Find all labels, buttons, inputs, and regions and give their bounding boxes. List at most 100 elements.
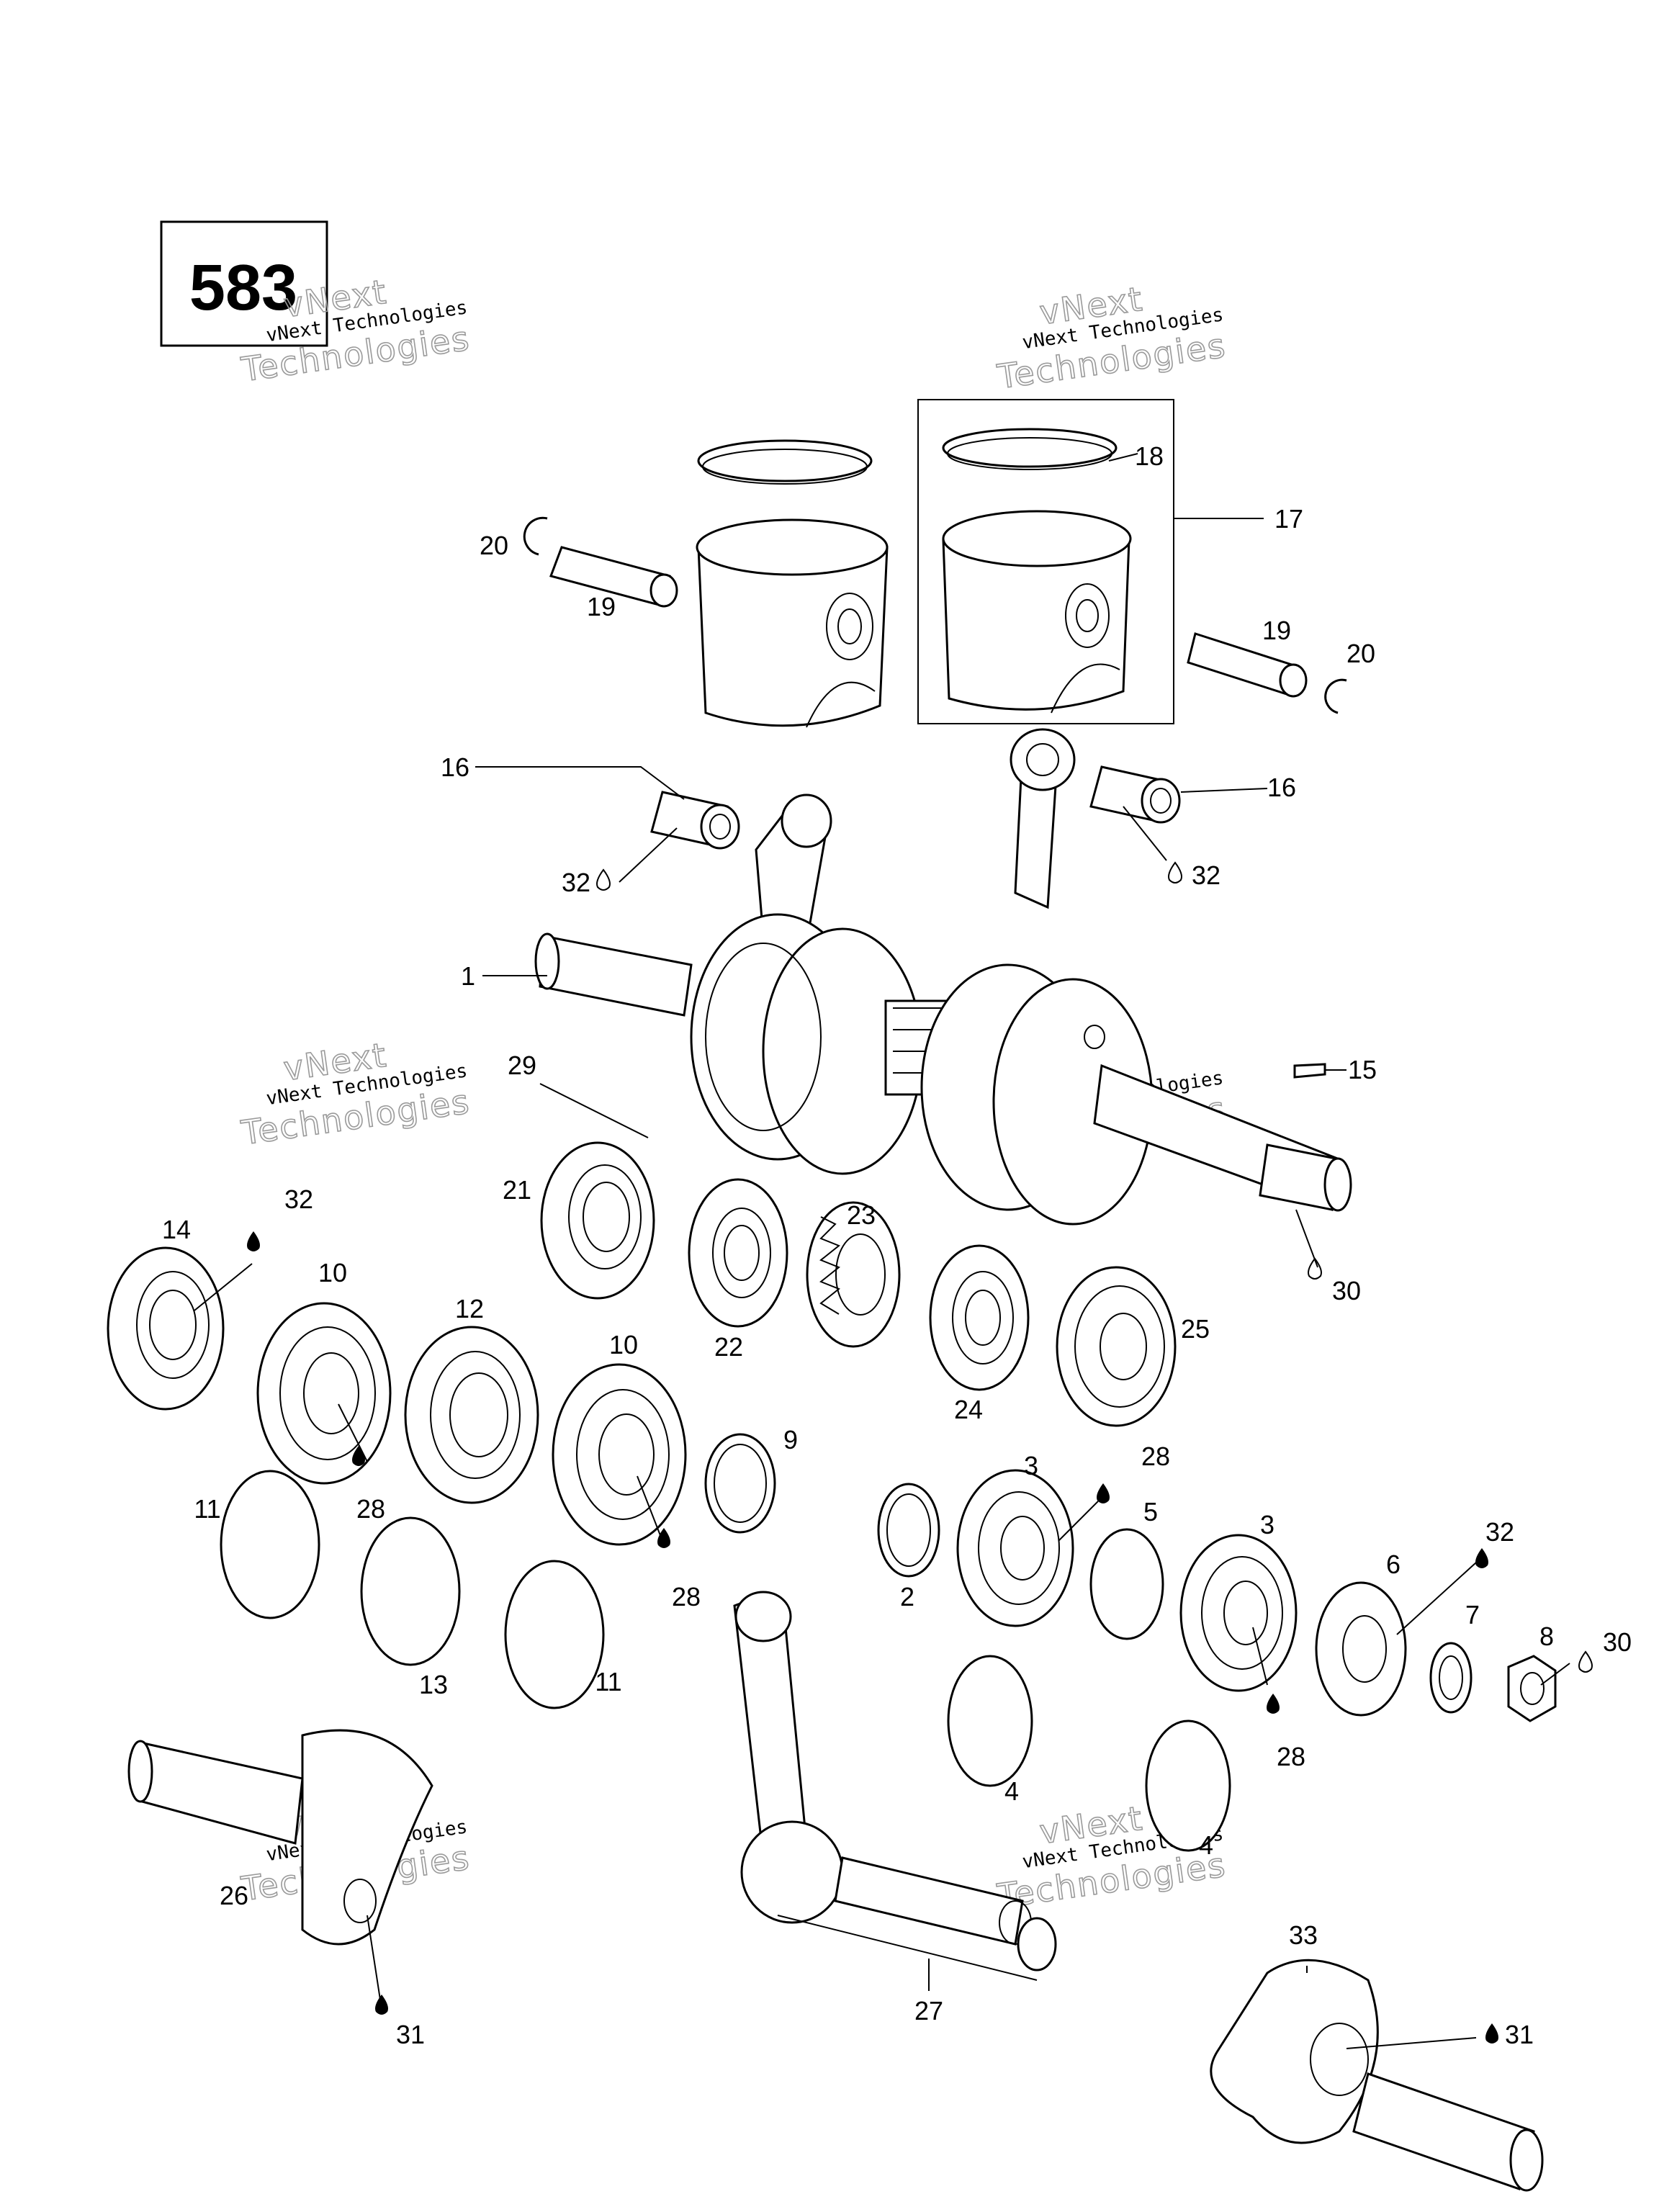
- oil-drop-icon: [247, 1231, 260, 1251]
- watermark: vNext vNext Technologies Technologies: [994, 279, 1229, 397]
- crank-seal-22: [688, 1178, 788, 1328]
- callout-12: 12: [455, 1294, 484, 1323]
- callout-1: 1: [461, 961, 475, 991]
- shim-5: [1089, 1528, 1164, 1640]
- callout-33: 33: [1289, 1920, 1318, 1950]
- callout-31b: 31: [1505, 2020, 1534, 2049]
- callout-15: 15: [1348, 1055, 1377, 1084]
- callout-32d: 32: [1485, 1517, 1514, 1547]
- callout-27: 27: [914, 1996, 943, 2026]
- callout-7: 7: [1465, 1600, 1480, 1629]
- callout-30b: 30: [1603, 1627, 1632, 1657]
- callout-6: 6: [1386, 1550, 1401, 1579]
- piston-right: [942, 510, 1132, 714]
- piston-ring-left: [697, 439, 873, 485]
- needle-bearing-right: [1089, 765, 1181, 824]
- callout-10b: 10: [609, 1330, 638, 1359]
- seal-6: [1315, 1581, 1407, 1717]
- callout-14: 14: [162, 1215, 191, 1244]
- callout-8: 8: [1539, 1622, 1554, 1651]
- oil-drop-icons: [247, 861, 1593, 2044]
- shim-2: [877, 1483, 940, 1578]
- callout-19b: 19: [1262, 616, 1291, 645]
- callout-4b: 4: [1199, 1830, 1213, 1860]
- ball-bearing-10-center: [552, 1363, 687, 1546]
- callout-2: 2: [900, 1582, 914, 1611]
- callout-32: 32: [562, 868, 590, 897]
- callout-16: 16: [441, 752, 469, 782]
- crankshaft-half-26: [127, 1729, 433, 1946]
- callout-26: 26: [220, 1881, 248, 1910]
- callout-23: 23: [847, 1200, 876, 1230]
- callout-labels: 1 2 3 3 4 4 5 6 7 8 9 10 10 11 11 12 13 …: [162, 441, 1632, 2049]
- nut-8: [1507, 1655, 1557, 1722]
- callout-16b: 16: [1267, 773, 1296, 802]
- o-ring-4-left: [947, 1655, 1033, 1787]
- callout-17: 17: [1274, 504, 1303, 534]
- ball-bearing-3-right: [1179, 1534, 1298, 1692]
- callout-19: 19: [587, 592, 616, 621]
- oil-drop-icon: [596, 868, 611, 891]
- callout-25: 25: [1181, 1314, 1210, 1344]
- callout-20b: 20: [1346, 639, 1375, 668]
- needle-bearing-left: [650, 791, 740, 850]
- crankshaft-assembly: [534, 728, 1352, 1226]
- washer-7: [1429, 1642, 1473, 1714]
- o-ring-11-left: [220, 1470, 320, 1619]
- callout-3: 3: [1024, 1451, 1038, 1480]
- callout-21: 21: [503, 1175, 531, 1205]
- oil-seal-14: [107, 1246, 225, 1411]
- callout-10: 10: [318, 1258, 347, 1287]
- leader-lines: [194, 453, 1570, 2049]
- ball-bearing-3-left: [956, 1469, 1074, 1627]
- piston-left: [696, 518, 889, 728]
- piston-pin-right: [1187, 632, 1308, 698]
- callout-5: 5: [1143, 1497, 1158, 1527]
- callout-11: 11: [194, 1494, 220, 1524]
- o-ring-13: [360, 1516, 461, 1666]
- woodruff-key: [1293, 1063, 1326, 1079]
- connecting-rod-27: [733, 1591, 1057, 1981]
- oil-drop-icon: [352, 1446, 365, 1466]
- callout-22: 22: [714, 1332, 743, 1362]
- model-number-box: 583: [160, 220, 328, 347]
- o-ring-4-right: [1145, 1719, 1231, 1852]
- oil-drop-icon: [375, 1995, 388, 2015]
- callout-32b: 32: [1192, 860, 1220, 890]
- callout-32c: 32: [284, 1184, 313, 1214]
- oil-drop-icon: [1267, 1694, 1280, 1714]
- callout-31: 31: [396, 2020, 425, 2049]
- callout-28c: 28: [1141, 1442, 1170, 1471]
- callout-4: 4: [1004, 1776, 1019, 1806]
- callout-18: 18: [1135, 441, 1164, 471]
- oil-drop-icon: [1308, 1257, 1322, 1280]
- callout-9: 9: [783, 1425, 798, 1455]
- oil-drop-icon: [1485, 2023, 1498, 2044]
- shim-9: [704, 1433, 776, 1534]
- piston-ring-right: [942, 428, 1118, 470]
- oil-drop-icon: [1578, 1650, 1593, 1673]
- callout-11b: 11: [595, 1667, 621, 1696]
- model-number: 583: [189, 252, 297, 324]
- ball-bearing-10-left: [256, 1302, 392, 1485]
- crank-seal-21: [540, 1141, 655, 1300]
- oil-drop-icon: [657, 1528, 670, 1548]
- callout-30: 30: [1332, 1276, 1361, 1305]
- watermark: vNext vNext Technologies Technologies: [238, 1035, 473, 1153]
- oil-drop-icon: [1097, 1483, 1110, 1503]
- callout-20: 20: [480, 531, 508, 560]
- oil-drop-icon: [1475, 1548, 1488, 1568]
- circlip-right: [1324, 678, 1347, 714]
- callout-28d: 28: [1277, 1742, 1305, 1771]
- callout-28b: 28: [672, 1582, 701, 1611]
- piston-pin-left: [549, 546, 678, 608]
- ball-bearing-25: [1056, 1266, 1177, 1427]
- crankshaft-half-33: [1210, 1959, 1544, 2192]
- o-ring-11-center: [504, 1560, 605, 1709]
- circlip-left: [523, 516, 548, 556]
- crank-seal-24: [929, 1244, 1030, 1391]
- callout-28: 28: [356, 1494, 385, 1524]
- callout-24: 24: [954, 1395, 983, 1424]
- callout-13: 13: [419, 1670, 448, 1699]
